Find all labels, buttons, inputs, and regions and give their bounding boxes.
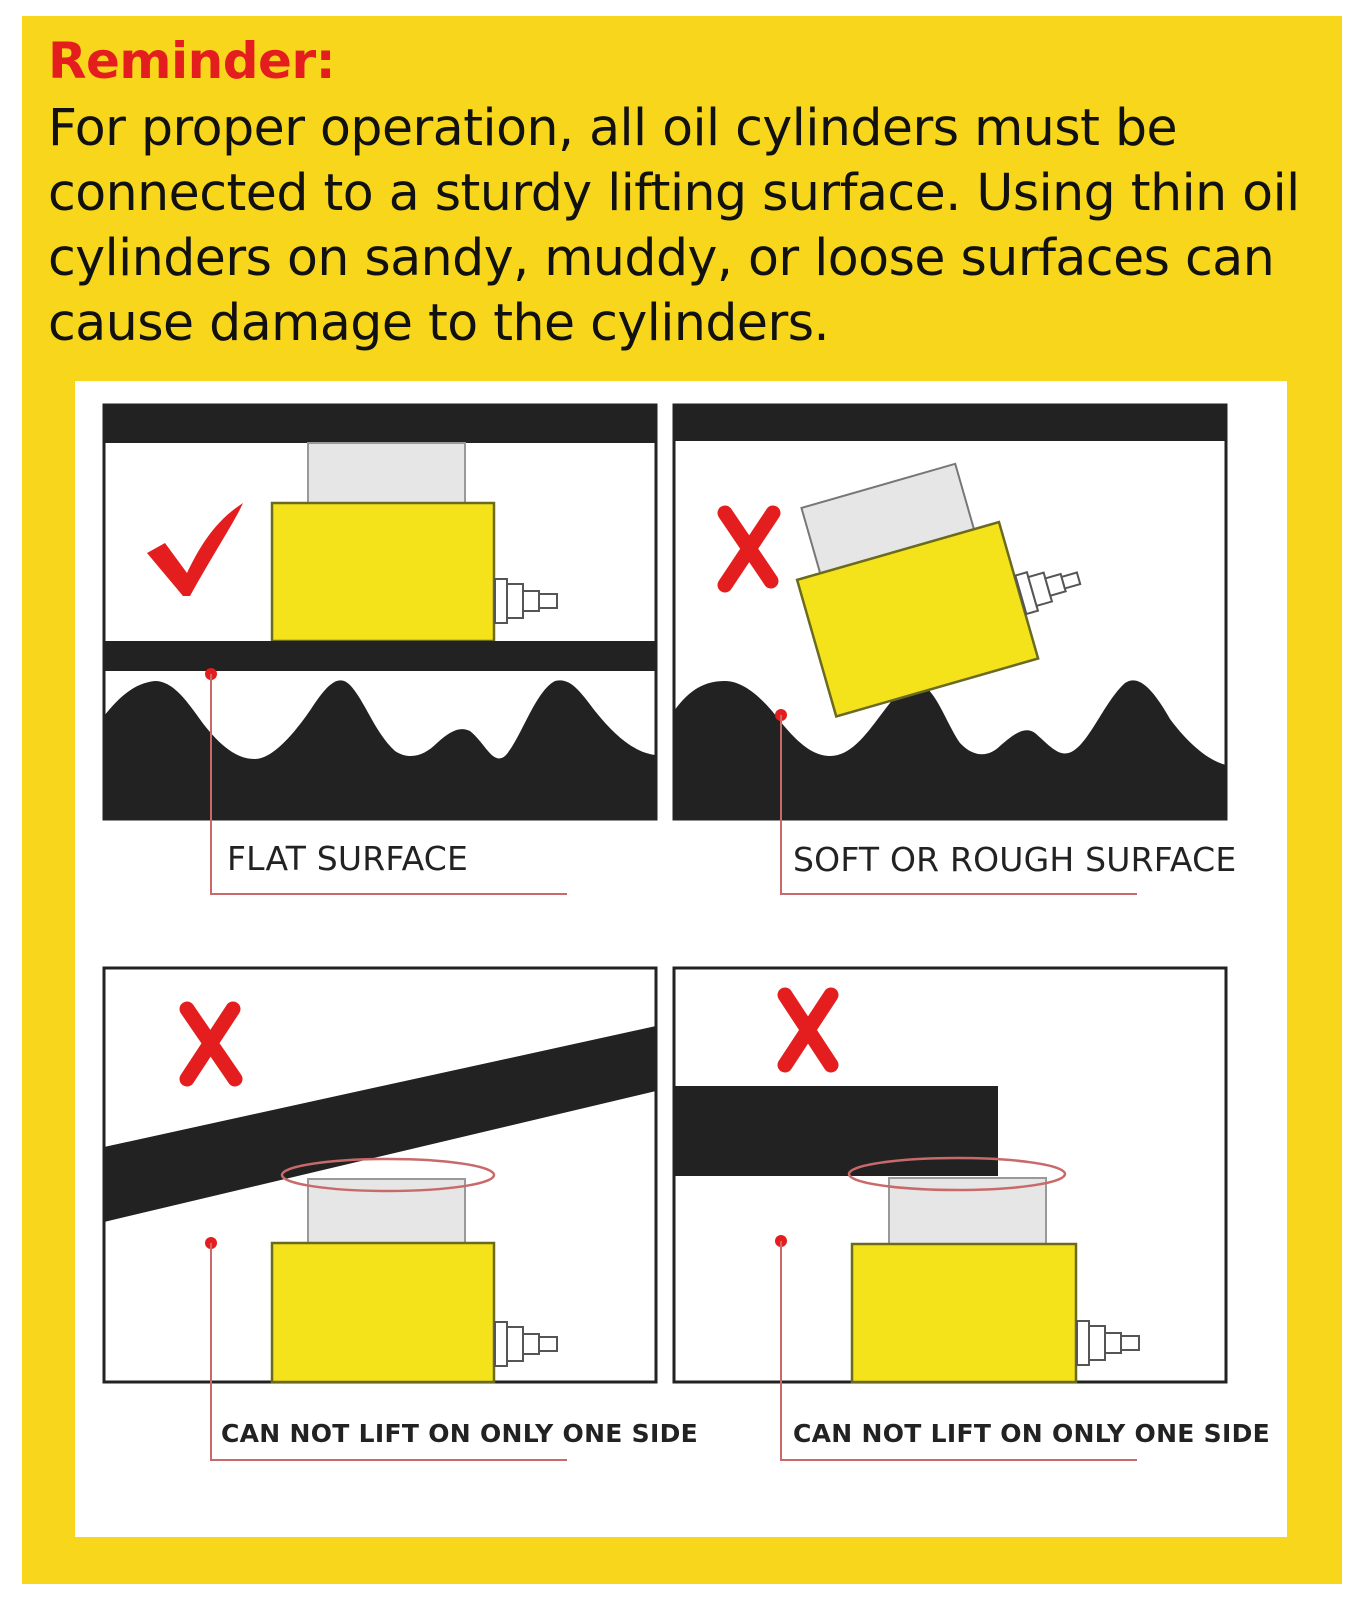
partial-load-beam <box>674 1086 998 1176</box>
rough-ground <box>674 680 1226 819</box>
sloped-load-beam <box>104 1026 656 1222</box>
leader-line <box>210 674 567 895</box>
panel-flat-surface: FLAT SURFACE <box>102 403 658 895</box>
illustration-panel: FLAT SURFACE SOFT OR ROUGH SURFACE <box>75 381 1287 1537</box>
cylinder-piston <box>307 442 466 504</box>
panel-one-side-partial: CAN NOT LIFT ON ONLY ONE SIDE <box>672 966 1270 1461</box>
cylinder-usage-diagram: FLAT SURFACE SOFT OR ROUGH SURFACE <box>102 403 1270 1461</box>
top-load-bar <box>104 405 656 443</box>
check-mark-icon <box>147 503 243 596</box>
panel-caption: CAN NOT LIFT ON ONLY ONE SIDE <box>221 1419 698 1448</box>
rough-ground <box>104 680 656 819</box>
reminder-title: Reminder: <box>48 32 336 90</box>
panel-caption: SOFT OR ROUGH SURFACE <box>793 840 1236 879</box>
panel-caption: CAN NOT LIFT ON ONLY ONE SIDE <box>793 1419 1270 1448</box>
x-mark-icon <box>777 987 839 1073</box>
tilted-cylinder <box>795 462 1082 718</box>
cylinder-body <box>850 1242 1078 1384</box>
panel-one-side-sloped: CAN NOT LIFT ON ONLY ONE SIDE <box>102 966 698 1461</box>
hydraulic-coupler-icon <box>494 578 558 624</box>
hydraulic-coupler-icon <box>1014 571 1082 616</box>
leader-line <box>780 1241 1137 1461</box>
panel-caption: FLAT SURFACE <box>227 839 468 878</box>
cylinder-body <box>270 501 496 643</box>
hydraulic-coupler-icon <box>1076 1320 1140 1366</box>
panel-soft-rough-surface: SOFT OR ROUGH SURFACE <box>672 403 1236 895</box>
top-load-bar <box>674 405 1226 441</box>
x-mark-icon <box>717 505 781 593</box>
hydraulic-coupler-icon <box>494 1321 558 1367</box>
base-plate <box>104 641 656 671</box>
cylinder-body <box>270 1241 496 1384</box>
reminder-text: For proper operation, all oil cylinders … <box>48 98 1300 352</box>
contact-highlight-ring <box>847 1156 1067 1192</box>
x-mark-icon <box>179 1001 243 1087</box>
leader-line <box>210 1243 567 1461</box>
leader-line <box>780 715 1137 895</box>
contact-highlight-ring <box>280 1157 496 1193</box>
